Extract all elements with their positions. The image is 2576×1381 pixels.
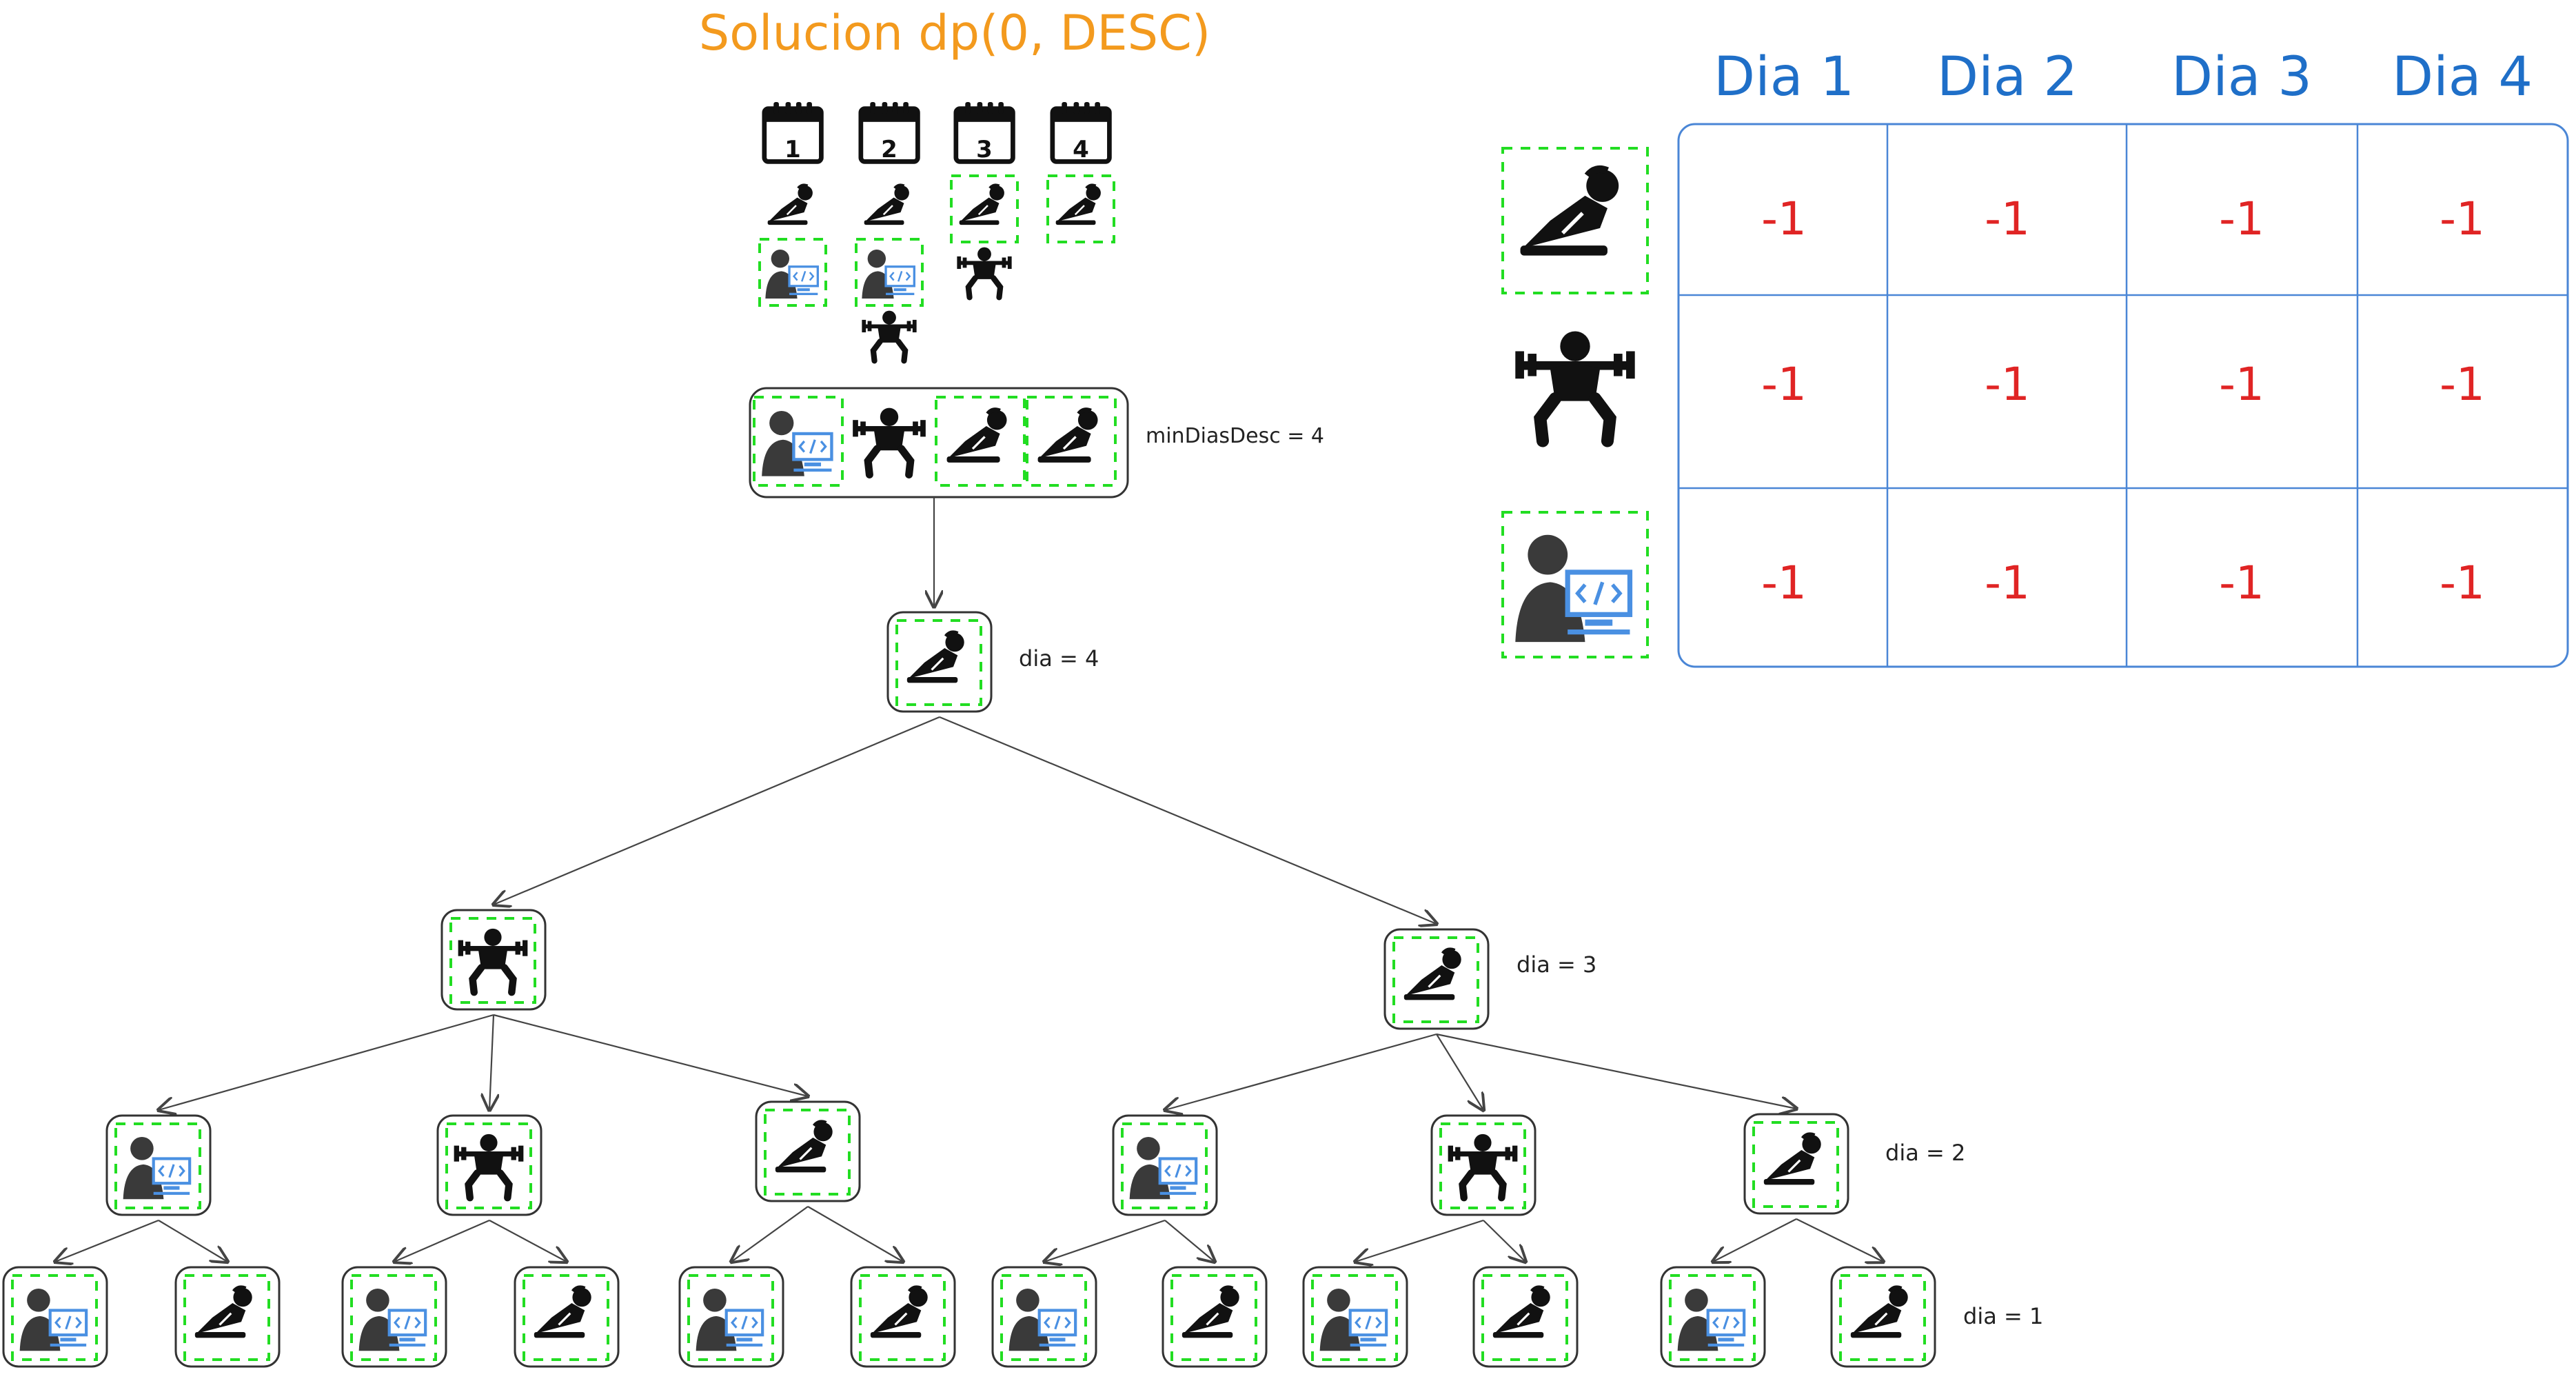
- memo-cell-value: -1: [1761, 358, 1807, 411]
- gimnasio-icon: [445, 1122, 532, 1209]
- tree-node: [1112, 1114, 1218, 1216]
- descanso-icon: [1501, 147, 1649, 294]
- memo-cell-value: -1: [2440, 358, 2485, 411]
- tree-node: [440, 909, 547, 1011]
- descanso-icon: [950, 174, 1019, 243]
- descanso-icon: [1392, 936, 1479, 1023]
- memo-cell-value: -1: [1985, 358, 2030, 411]
- descanso-icon: [183, 1274, 270, 1361]
- gimnasio-icon: [1515, 332, 1634, 441]
- memo-column-header: Dia 2: [1937, 46, 2078, 108]
- memo-table-values: -1 -1 -1 -1 -1 -1 -1 -1 -1 -1 -1 -1: [1761, 192, 2485, 609]
- dia-1-label: dia = 1: [1963, 1303, 2043, 1329]
- tree-node: [1162, 1266, 1268, 1368]
- calendar-day-number: 3: [976, 136, 993, 163]
- calendar-day-number: 2: [881, 136, 897, 163]
- gimnasio-icon: [449, 917, 536, 1004]
- memo-table-headers: Dia 1 Dia 2 Dia 3 Dia 4: [1714, 46, 2533, 108]
- tree-node: [174, 1266, 281, 1368]
- tree-node: [514, 1266, 620, 1368]
- trabajo-icon: [855, 238, 924, 307]
- trabajo-icon: [1121, 1122, 1208, 1209]
- trabajo-icon: [687, 1274, 774, 1361]
- memo-cell-value: -1: [2440, 192, 2485, 245]
- descanso-icon: [895, 619, 982, 706]
- descanso-icon: [864, 185, 909, 225]
- tree-node: [1830, 1266, 1936, 1368]
- tree-node: [105, 1114, 212, 1216]
- descanso-icon: [859, 1274, 946, 1361]
- tree-node: [755, 1100, 861, 1202]
- tree-nodes: [2, 611, 1936, 1368]
- trabajo-icon: [758, 238, 827, 307]
- tree-node: [886, 611, 993, 713]
- memo-column-header: Dia 3: [2171, 46, 2312, 108]
- tree-node: [678, 1266, 784, 1368]
- descanso-icon: [1839, 1274, 1926, 1361]
- descanso-icon: [1170, 1274, 1257, 1361]
- calendar-day-number: 1: [784, 136, 801, 163]
- tree-node: [2, 1266, 108, 1368]
- descanso-icon: [768, 185, 813, 225]
- tree-node: [436, 1114, 542, 1216]
- calendar-day-4: 4: [1053, 102, 1110, 163]
- sequence-box: [749, 387, 1129, 498]
- memo-column-header: Dia 4: [2392, 46, 2533, 108]
- trabajo-icon: [11, 1274, 98, 1361]
- memo-cell-value: -1: [1761, 556, 1807, 609]
- trabajo-icon: [1501, 511, 1649, 658]
- trabajo-icon: [1669, 1274, 1756, 1361]
- memo-row-icons: [1501, 147, 1649, 658]
- memo-table: [1677, 123, 2569, 668]
- memo-table-frame: [1677, 123, 2569, 668]
- dia-2-label: dia = 2: [1885, 1140, 1965, 1166]
- gimnasio-icon: [1439, 1122, 1526, 1209]
- trabajo-icon: [1000, 1274, 1087, 1361]
- tree-edges: [55, 497, 1883, 1262]
- descanso-icon: [1026, 396, 1117, 487]
- descanso-icon: [523, 1274, 609, 1361]
- diagram-title: Solucion dp(0, DESC): [699, 5, 1210, 61]
- trabajo-icon: [114, 1122, 201, 1209]
- descanso-icon: [1046, 174, 1115, 243]
- min-dias-desc-label: minDiasDesc = 4: [1146, 424, 1324, 448]
- trabajo-icon: [753, 396, 844, 487]
- trabajo-icon: [350, 1274, 437, 1361]
- tree-node: [1660, 1266, 1766, 1368]
- calendar-schedule: 1 2 3 4: [758, 102, 1115, 361]
- descanso-icon: [935, 396, 1026, 487]
- tree-node: [1302, 1266, 1408, 1368]
- calendar-day-number: 4: [1073, 136, 1089, 163]
- tree-node: [1383, 928, 1490, 1030]
- dia-4-label: dia = 4: [1019, 645, 1099, 672]
- memo-cell-value: -1: [1985, 556, 2030, 609]
- tree-node: [1430, 1114, 1537, 1216]
- descanso-icon: [764, 1109, 851, 1196]
- calendar-day-3: 3: [956, 102, 1013, 163]
- memo-cell-value: -1: [1985, 192, 2030, 245]
- memo-cell-value: -1: [1761, 192, 1807, 245]
- memo-cell-value: -1: [2219, 556, 2264, 609]
- tree-node: [341, 1266, 447, 1368]
- dia-3-label: dia = 3: [1517, 951, 1596, 978]
- calendar-day-2: 2: [861, 102, 918, 163]
- descanso-icon: [1752, 1121, 1839, 1208]
- gimnasio-icon: [862, 311, 916, 361]
- memo-cell-value: -1: [2440, 556, 2485, 609]
- trabajo-icon: [1311, 1274, 1398, 1361]
- tree-node: [991, 1266, 1097, 1368]
- memo-cell-value: -1: [2219, 192, 2264, 245]
- descanso-icon: [1481, 1274, 1568, 1361]
- calendar-day-1: 1: [764, 102, 822, 163]
- gimnasio-icon: [957, 248, 1011, 298]
- sequence-icons: [753, 396, 1117, 487]
- memo-column-header: Dia 1: [1714, 46, 1854, 108]
- tree-node: [850, 1266, 956, 1368]
- tree-node: [1743, 1113, 1849, 1215]
- tree-node: [1472, 1266, 1579, 1368]
- memo-cell-value: -1: [2219, 358, 2264, 411]
